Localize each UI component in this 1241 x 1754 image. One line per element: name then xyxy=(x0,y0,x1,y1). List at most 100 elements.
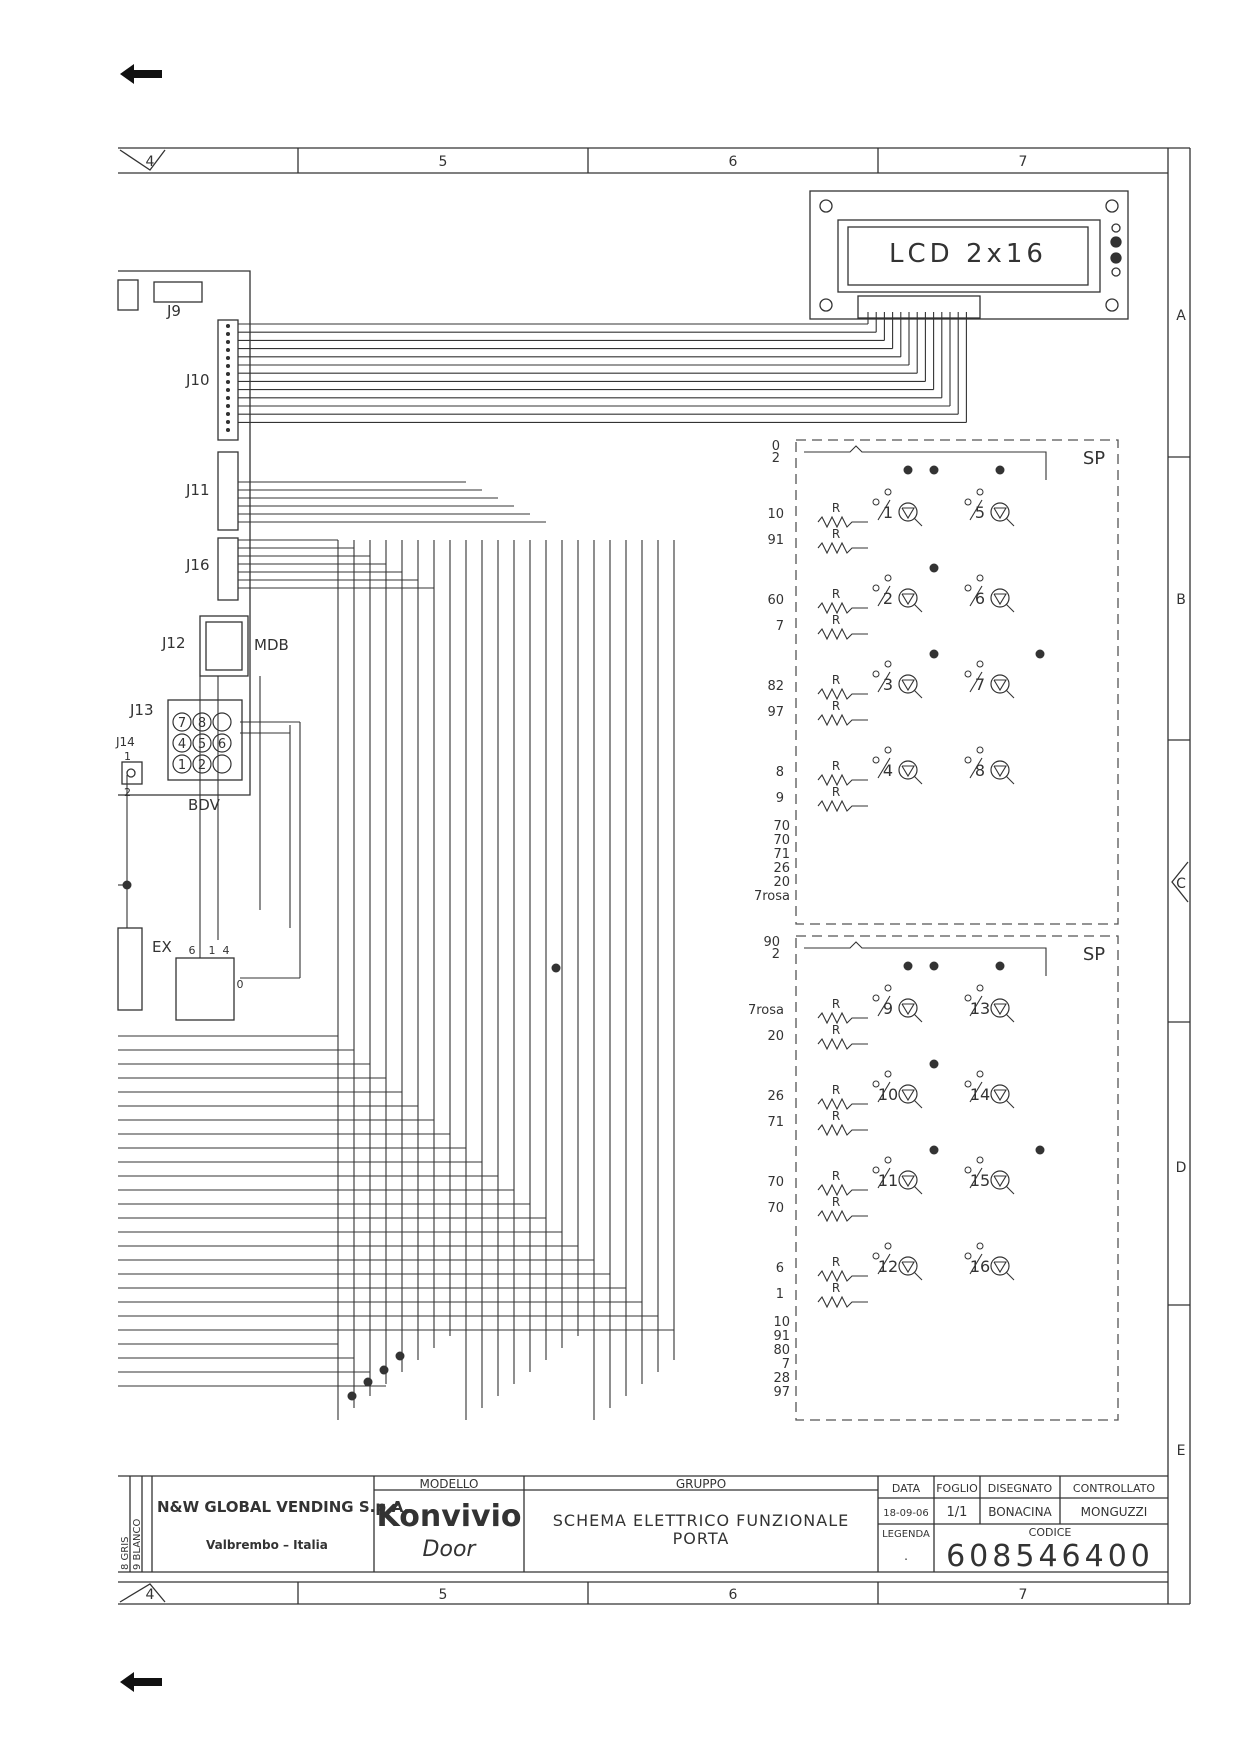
resistor xyxy=(817,515,868,529)
arrow-left-icon xyxy=(120,64,162,84)
connector-pin xyxy=(225,387,231,393)
resistor-label: R xyxy=(832,673,840,687)
switch-contact xyxy=(877,995,891,1017)
j13-pin-grid: 7 8 4 5 6 1 2 xyxy=(172,712,232,774)
switch-contact xyxy=(877,1081,891,1103)
connector-label-j13: J13 xyxy=(129,701,154,719)
wire-number: 1 xyxy=(776,1287,784,1302)
junction-dot xyxy=(929,961,939,971)
switch-terminal xyxy=(964,994,972,1002)
resistor-label: R xyxy=(832,1195,840,1209)
connector-pin xyxy=(225,331,231,337)
resistor-label: R xyxy=(832,501,840,515)
wire-number: 7rosa xyxy=(748,1003,784,1018)
wire-number: 9 xyxy=(776,791,784,806)
led-ray xyxy=(1005,775,1015,785)
switch-terminal xyxy=(964,1080,972,1088)
wire-number: 90 xyxy=(763,935,780,950)
led-ray xyxy=(1005,1185,1015,1195)
switch-terminal xyxy=(872,994,880,1002)
switch-terminal xyxy=(976,1070,984,1078)
junction-dot xyxy=(551,963,561,973)
connector-pin xyxy=(225,427,231,433)
junction-dot xyxy=(1035,1145,1045,1155)
switch-contact xyxy=(877,1167,891,1189)
wire-number: 71 xyxy=(773,847,790,862)
led-symbol xyxy=(901,507,915,520)
modello-label: MODELLO xyxy=(419,1477,478,1491)
wire-number: 7rosa xyxy=(754,889,790,904)
controller-board xyxy=(117,270,251,1021)
j13-pin: 7 xyxy=(178,716,186,731)
panel-enclosure xyxy=(795,935,1119,1421)
junction-dot xyxy=(347,1391,357,1401)
connector-pin xyxy=(225,355,231,361)
resistor-label: R xyxy=(832,1255,840,1269)
connector-label-j9: J9 xyxy=(166,302,181,320)
junction-dot xyxy=(903,465,913,475)
led-ray xyxy=(913,775,923,785)
lcd-display-module: LCD 2x16 xyxy=(809,190,1129,320)
switch-terminal xyxy=(872,498,880,506)
gruppo-line1: SCHEMA ELETTRICO FUNZIONALE xyxy=(553,1511,849,1530)
switch-contact xyxy=(969,1167,983,1189)
resistor xyxy=(817,1209,868,1223)
company-location: Valbrembo – Italia xyxy=(206,1538,328,1552)
side-legend: 9 BLANCO xyxy=(132,1518,143,1570)
back-arrow-top[interactable] xyxy=(118,60,166,88)
ex-pin: 1 xyxy=(209,944,216,957)
resistor-label: R xyxy=(832,527,840,541)
panel-tag: SP xyxy=(1083,944,1105,965)
led-symbol xyxy=(993,1089,1007,1102)
wire-number: 82 xyxy=(767,679,784,694)
j14-pin: 1 xyxy=(124,750,131,763)
led-switch-icon xyxy=(898,588,918,608)
switch-terminal xyxy=(884,660,892,668)
grid-labels: 4 5 6 7 4 5 6 7 A B C D E xyxy=(146,154,1187,1603)
column-label: 4 xyxy=(146,154,155,170)
switch-contact xyxy=(969,995,983,1017)
led-ray xyxy=(913,1271,923,1281)
resistor-label: R xyxy=(832,997,840,1011)
row-label: C xyxy=(1176,876,1186,892)
led-switch-icon xyxy=(990,502,1010,522)
switch-contact xyxy=(969,499,983,521)
side-legend: 8 GRIS xyxy=(120,1536,131,1570)
wire-number: 10 xyxy=(767,507,784,522)
wire-number: 10 xyxy=(773,1315,790,1330)
resistor-label: R xyxy=(832,1023,840,1037)
lcd-label: LCD 2x16 xyxy=(889,239,1047,269)
switch-terminal xyxy=(872,1166,880,1174)
wire-number: 26 xyxy=(767,1089,784,1104)
column-label: 6 xyxy=(729,1587,738,1603)
junction-dot xyxy=(929,1145,939,1155)
button-number: 13 xyxy=(970,999,990,1018)
switch-terminal xyxy=(872,670,880,678)
j13-pin: 4 xyxy=(178,737,186,752)
resistor xyxy=(817,627,868,641)
resistor-label: R xyxy=(832,587,840,601)
resistor xyxy=(817,773,868,787)
connector-pin xyxy=(225,411,231,417)
switch-terminal xyxy=(976,1156,984,1164)
led-symbol xyxy=(993,765,1007,778)
junction-dot xyxy=(395,1351,405,1361)
connector-label-mdb: MDB xyxy=(254,636,289,654)
ex-pin: 4 xyxy=(223,944,230,957)
controllato-label: CONTROLLATO xyxy=(1073,1482,1155,1495)
led-symbol xyxy=(901,593,915,606)
legenda-label: LEGENDA xyxy=(882,1529,930,1540)
wire-number: 20 xyxy=(767,1029,784,1044)
led-switch-icon xyxy=(898,1084,918,1104)
led-ray xyxy=(913,603,923,613)
led-symbol xyxy=(901,765,915,778)
switch-terminal xyxy=(964,584,972,592)
back-arrow-bottom[interactable] xyxy=(118,1668,166,1696)
button-number: 3 xyxy=(883,675,893,694)
column-label: 7 xyxy=(1019,1587,1028,1603)
connector-labels: J9 J10 J11 J16 J12 MDB J13 J14 BDV EX xyxy=(115,302,289,956)
codice-value: 608546400 xyxy=(946,1539,1154,1574)
switch-terminal xyxy=(884,488,892,496)
common-wire xyxy=(804,941,1047,976)
